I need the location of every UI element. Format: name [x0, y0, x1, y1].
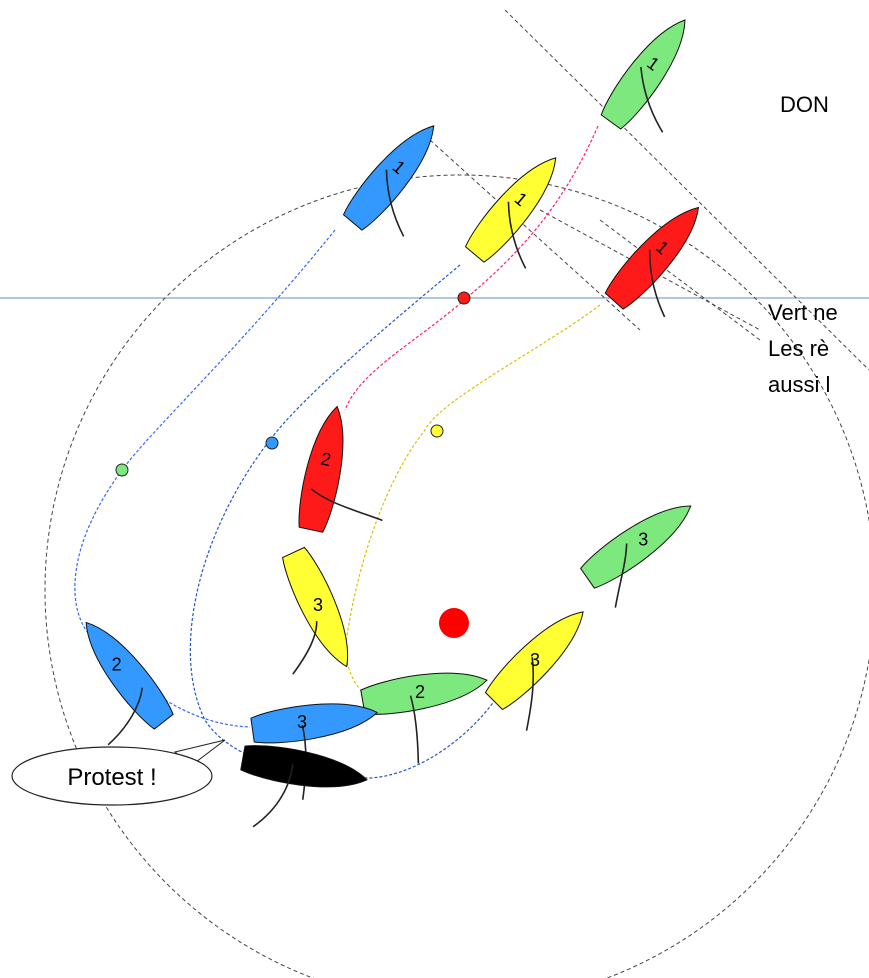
boat-tiller	[310, 488, 383, 522]
boat-number: 3	[530, 650, 540, 670]
note-line-1: Vert ne	[768, 300, 838, 325]
boat-hull	[600, 19, 686, 130]
zone-circle	[44, 174, 869, 978]
boat-green-2: 2	[85, 621, 174, 746]
note-line-3: aussi l	[768, 372, 830, 397]
boat-hull	[282, 546, 349, 668]
boat-number: 3	[313, 595, 323, 615]
green-track-marker	[115, 463, 129, 477]
boat-tiller	[614, 543, 628, 608]
boat-number: 2	[112, 655, 122, 675]
boat-number: 2	[291, 758, 301, 778]
boat-hull	[240, 745, 368, 788]
boat-tiller	[292, 621, 318, 675]
boat-hull	[464, 157, 557, 263]
boat-hull	[250, 703, 379, 744]
boat-red-3: 3	[282, 546, 349, 675]
bubble-outline	[11, 746, 213, 806]
red-track	[344, 125, 599, 411]
boat-tiller	[507, 201, 527, 269]
boat-tiller	[107, 687, 144, 746]
note-line-2: Les rè	[768, 336, 829, 361]
boat-red-1: 1	[600, 19, 686, 133]
protest-bubble: Protest !	[11, 739, 226, 806]
yellow-track	[344, 304, 601, 701]
boat-yellow-3: 3	[579, 505, 692, 608]
boat-hull	[360, 672, 488, 715]
boat-number: 3	[638, 529, 648, 549]
boat-yellow-1: 1	[604, 206, 700, 318]
blue-track	[189, 264, 496, 779]
boat-blue-1: 1	[464, 157, 557, 269]
yellow-track-marker	[430, 424, 444, 438]
title-text: DON	[780, 92, 829, 117]
boat-blue-2: 2	[240, 745, 368, 828]
boat-tracks	[74, 125, 601, 779]
boat-hull	[484, 611, 584, 711]
boat-tiller	[409, 695, 420, 764]
boat-red-2: 2	[298, 405, 383, 533]
boat-hull	[85, 621, 174, 730]
boat-number: 2	[415, 682, 425, 702]
blue-track-marker	[265, 436, 279, 450]
boat-hull	[604, 206, 700, 310]
boat-tiller	[252, 762, 294, 828]
boat-tiller	[385, 169, 405, 237]
boat-blue-3: 3	[484, 611, 584, 731]
red-track-marker	[457, 291, 471, 305]
boat-hull	[342, 125, 435, 231]
protest-text: Protest !	[67, 764, 156, 791]
boat-tiller	[640, 66, 664, 133]
boat-tiller	[648, 249, 666, 318]
boat-number: 3	[297, 712, 307, 732]
boat-number: 2	[319, 448, 333, 470]
race-mark	[439, 608, 469, 638]
boat-tiller	[525, 657, 535, 731]
green-track	[74, 229, 336, 728]
boat-hull	[579, 505, 692, 589]
boat-yellow-2: 2	[360, 672, 488, 764]
reference-lines	[429, 9, 869, 371]
boat-green-1: 1	[342, 125, 435, 237]
